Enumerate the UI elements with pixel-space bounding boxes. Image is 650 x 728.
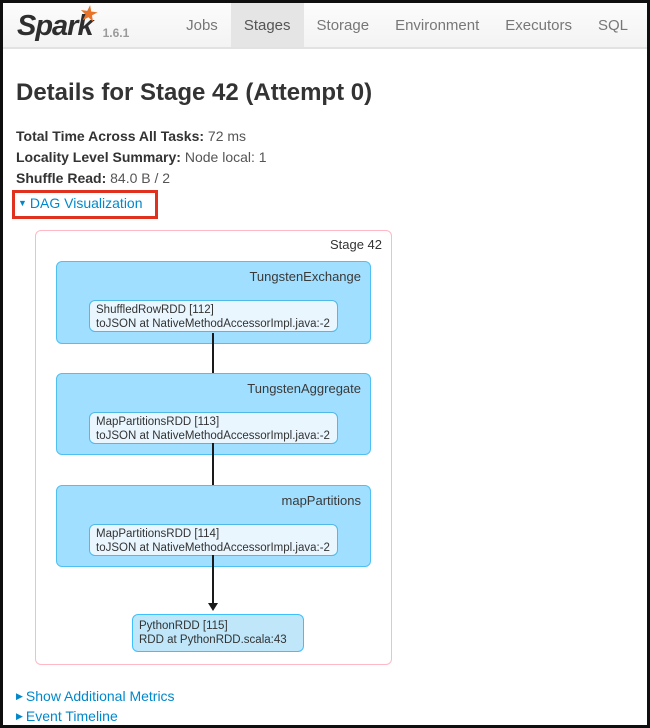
rdd-callsite: toJSON at NativeMethodAccessorImpl.java:…: [96, 318, 330, 330]
rdd-node-mappartitionsrdd-113: MapPartitionsRDD [113] toJSON at NativeM…: [89, 412, 338, 444]
tab-stages[interactable]: Stages: [230, 3, 304, 47]
spark-logo-text: Spark: [17, 10, 94, 42]
dag-visualization-label: DAG Visualization: [29, 195, 143, 211]
stat-value: 84.0 B / 2: [110, 170, 171, 186]
cluster-label: TungstenAggregate: [247, 381, 361, 396]
stat-locality-level: Locality Level Summary: Node local: 1: [16, 147, 634, 168]
spark-logo[interactable]: Spark ★ 1.6.1: [3, 3, 129, 47]
show-additional-metrics-label: Show Additional Metrics: [25, 688, 175, 704]
event-timeline-label: Event Timeline: [25, 708, 118, 724]
show-additional-metrics-toggle[interactable]: ▶Show Additional Metrics: [16, 686, 634, 706]
page-title: Details for Stage 42 (Attempt 0): [16, 79, 373, 106]
stage-summary-stats: Total Time Across All Tasks: 72 ms Local…: [16, 126, 634, 189]
rdd-callsite: toJSON at NativeMethodAccessorImpl.java:…: [96, 430, 330, 442]
rdd-node-shuffledrowrdd-112: ShuffledRowRDD [112] toJSON at NativeMet…: [89, 300, 338, 332]
stat-label: Shuffle Read:: [16, 170, 107, 186]
dag-visualization-highlight-box: ▼DAG Visualization: [12, 190, 158, 219]
stage-label: Stage 42: [329, 237, 382, 252]
arrowhead-icon: [208, 603, 218, 611]
navbar: Spark ★ 1.6.1 Jobs Stages Storage Enviro…: [3, 3, 647, 49]
stat-value: Node local: 1: [184, 149, 267, 165]
dag-edge-arrow: [208, 555, 218, 611]
rdd-node-mappartitionsrdd-114: MapPartitionsRDD [114] toJSON at NativeM…: [89, 524, 338, 556]
tab-sql[interactable]: SQL: [597, 16, 628, 34]
stat-label: Locality Level Summary:: [16, 149, 181, 165]
stat-shuffle-read: Shuffle Read: 84.0 B / 2: [16, 168, 634, 189]
rdd-name: PythonRDD [115]: [139, 620, 228, 632]
event-timeline-toggle[interactable]: ▶Event Timeline: [16, 706, 634, 725]
tab-environment[interactable]: Environment: [395, 16, 480, 34]
triangle-right-icon: ▶: [16, 691, 23, 701]
dag-stage-box: Stage 42 TungstenExchange ShuffledRowRDD…: [35, 230, 392, 665]
dag-visualization-toggle[interactable]: ▼DAG Visualization: [18, 195, 143, 212]
stat-total-time: Total Time Across All Tasks: 72 ms: [16, 126, 634, 147]
rdd-callsite: toJSON at NativeMethodAccessorImpl.java:…: [96, 542, 330, 554]
tab-executors[interactable]: Executors: [505, 16, 572, 34]
triangle-right-icon: ▶: [16, 711, 23, 721]
rdd-name: MapPartitionsRDD [114]: [96, 528, 220, 540]
main-content: Details for Stage 42 (Attempt 0) Total T…: [3, 79, 647, 725]
stat-label: Total Time Across All Tasks:: [16, 128, 205, 144]
cluster-label: mapPartitions: [281, 493, 361, 508]
nav-tabs: Jobs Stages Storage Environment Executor…: [173, 3, 647, 47]
tab-jobs[interactable]: Jobs: [186, 16, 218, 34]
triangle-down-icon: ▼: [18, 198, 27, 208]
spark-star-icon: ★: [77, 0, 101, 28]
cluster-label: TungstenExchange: [249, 269, 361, 284]
rdd-node-pythonrdd-115: PythonRDD [115] RDD at PythonRDD.scala:4…: [132, 614, 304, 652]
rdd-name: MapPartitionsRDD [113]: [96, 416, 220, 428]
tab-storage[interactable]: Storage: [316, 16, 370, 34]
rdd-name: ShuffledRowRDD [112]: [96, 304, 214, 316]
stat-value: 72 ms: [207, 128, 247, 144]
collapsible-section-links: ▶Show Additional Metrics ▶Event Timeline: [16, 686, 634, 725]
spark-version: 1.6.1: [102, 26, 130, 40]
dag-cluster-tungsten-exchange: TungstenExchange ShuffledRowRDD [112] to…: [56, 261, 371, 344]
rdd-callsite: RDD at PythonRDD.scala:43: [139, 634, 287, 646]
